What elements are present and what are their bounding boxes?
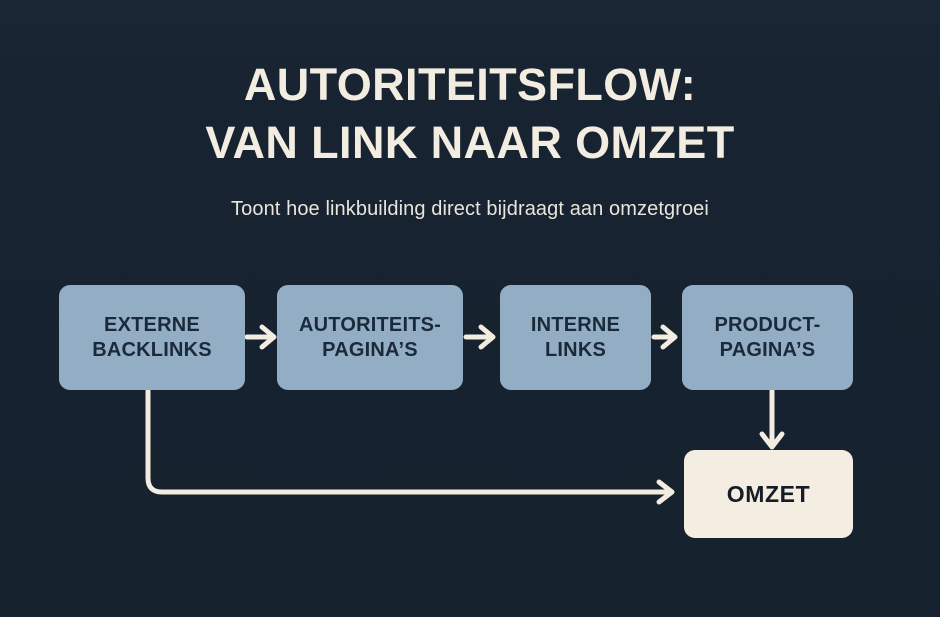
flow-node-autoriteitspaginas[interactable]: AUTORITEITS- PAGINA’S: [277, 285, 463, 390]
page-title: AUTORITEITSFLOW: VAN LINK NAAR OMZET: [205, 59, 735, 168]
flow-node-externe-backlinks[interactable]: EXTERNE BACKLINKS: [59, 285, 245, 390]
connector-internelinks-to-productpaginas: [651, 324, 678, 350]
connector-autoriteitspaginas-to-internelinks: [463, 324, 496, 350]
page-subtitle: Toont hoe linkbuilding direct bijdraagt …: [231, 198, 709, 220]
flow-node-interne-links[interactable]: INTERNE LINKS: [500, 285, 651, 390]
connector-backlinks-to-omzet: [145, 388, 675, 505]
connector-backlinks-to-autoriteitspaginas: [244, 324, 277, 350]
flow-node-omzet[interactable]: OMZET: [684, 450, 853, 538]
connector-productpaginas-to-omzet: [759, 388, 785, 450]
flow-node-productpaginas[interactable]: PRODUCT- PAGINA’S: [682, 285, 853, 390]
